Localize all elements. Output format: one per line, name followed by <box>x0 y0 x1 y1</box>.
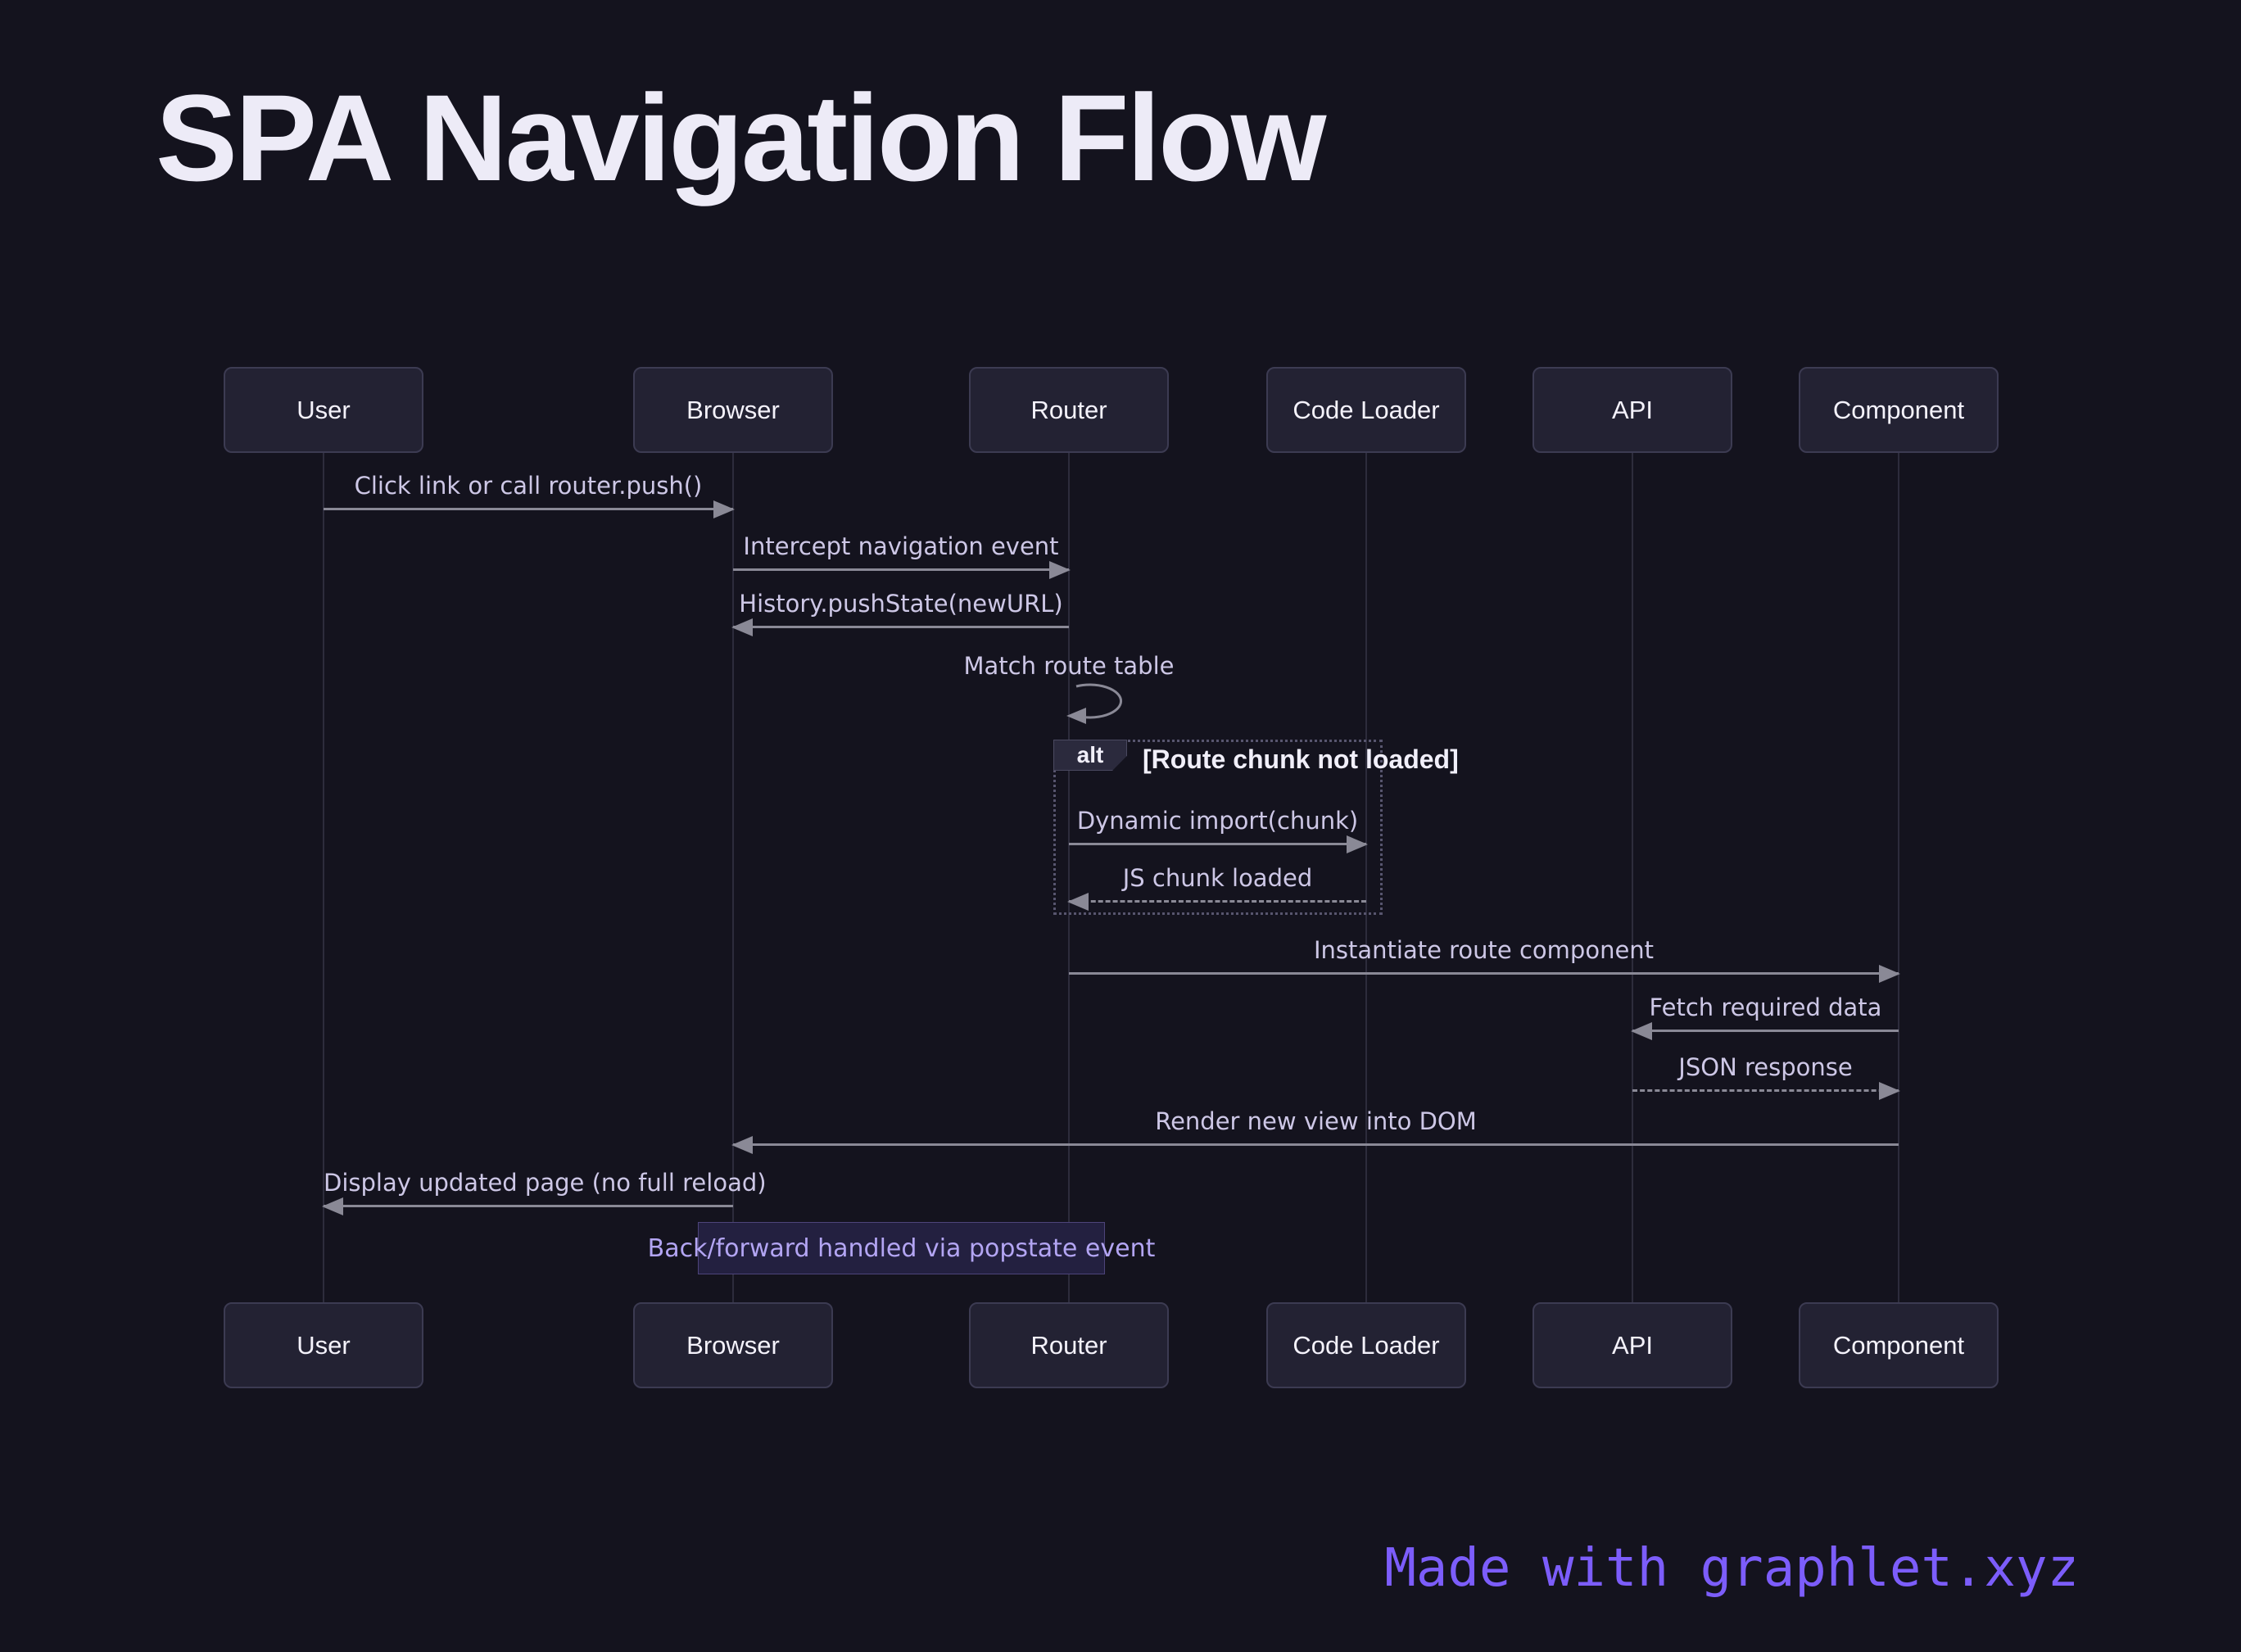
page-title: SPA Navigation Flow <box>156 69 1326 206</box>
actor-label: API <box>1612 1330 1653 1360</box>
message-line <box>1069 843 1366 845</box>
message-json-response: JSON response <box>1632 1053 1900 1100</box>
actor-label: API <box>1612 395 1653 424</box>
self-message-match-route-table: Match route table <box>963 652 1175 680</box>
message-history-pushstate: History.pushState(newURL) <box>731 590 1069 636</box>
lifeline-component <box>1898 453 1899 1302</box>
actor-browser-bottom: Browser <box>633 1302 833 1388</box>
lifeline-router <box>1068 453 1070 1302</box>
message-js-chunk-loaded: JS chunk loaded <box>1067 864 1366 911</box>
message-label: Click link or call router.push() <box>354 472 703 500</box>
actor-label: Router <box>1030 1330 1107 1360</box>
actor-code-loader-top: Code Loader <box>1266 367 1466 453</box>
actor-label: User <box>297 395 351 424</box>
arrowhead-right-icon <box>1879 965 1900 983</box>
arrowhead-right-icon <box>1347 835 1368 853</box>
message-render-view: Render new view into DOM <box>731 1107 1899 1154</box>
message-line <box>324 508 733 510</box>
message-label: Dynamic import(chunk) <box>1076 807 1359 835</box>
made-with-graphlet-link[interactable]: Made with graphlet.xyz <box>1384 1538 2079 1599</box>
alt-condition-label: [Route chunk not loaded] <box>1143 745 1459 774</box>
arrowhead-right-icon <box>1049 561 1071 579</box>
message-line <box>733 568 1069 571</box>
actor-component-bottom: Component <box>1799 1302 1999 1388</box>
message-label: Intercept navigation event <box>743 532 1059 560</box>
actor-label: Router <box>1030 395 1107 424</box>
arrowhead-left-icon <box>731 1136 753 1154</box>
message-fetch-data: Fetch required data <box>1631 993 1899 1040</box>
message-label: Display updated page (no full reload) <box>324 1169 767 1197</box>
lifeline-code-loader <box>1365 453 1367 1302</box>
message-line <box>1069 972 1899 975</box>
lifeline-user <box>323 453 324 1302</box>
arrowhead-right-icon <box>713 500 735 518</box>
message-line-dashed <box>1069 900 1366 903</box>
self-loop-arrow-icon <box>1066 683 1123 724</box>
actor-label: Browser <box>686 1330 780 1360</box>
alt-fragment: alt [Route chunk not loaded] <box>1053 740 1459 915</box>
actor-browser-top: Browser <box>633 367 833 453</box>
arrowhead-right-icon <box>1879 1082 1900 1100</box>
arrowhead-left-icon <box>1631 1022 1652 1040</box>
actor-api-bottom: API <box>1532 1302 1732 1388</box>
actor-label: Browser <box>686 395 780 424</box>
actor-label: Component <box>1832 1330 1965 1360</box>
message-label: Instantiate route component <box>1313 936 1655 964</box>
actor-label: Component <box>1832 395 1965 424</box>
message-display-updated-page: Display updated page (no full reload) <box>322 1169 767 1215</box>
actor-router-bottom: Router <box>969 1302 1169 1388</box>
message-label: Render new view into DOM <box>1155 1107 1477 1135</box>
alt-operator-label: alt <box>1076 742 1104 767</box>
message-label: JS chunk loaded <box>1122 864 1313 892</box>
actor-api-top: API <box>1532 367 1732 453</box>
note-popstate: Back/forward handled via popstate event <box>648 1222 1155 1274</box>
actor-component-top: Component <box>1799 367 1999 453</box>
actor-label: Code Loader <box>1293 395 1440 424</box>
lifeline-browser <box>732 453 734 1302</box>
actor-router-top: Router <box>969 367 1169 453</box>
message-intercept-navigation: Intercept navigation event <box>733 532 1071 579</box>
message-label: Fetch required data <box>1649 993 1882 1021</box>
message-line <box>733 1143 1899 1146</box>
message-line <box>1632 1030 1899 1032</box>
arrowhead-left-icon <box>1067 893 1089 911</box>
message-instantiate-component: Instantiate route component <box>1069 936 1900 983</box>
message-label: History.pushState(newURL) <box>739 590 1063 618</box>
actor-code-loader-bottom: Code Loader <box>1266 1302 1466 1388</box>
alt-fragment-tab: alt <box>1053 740 1127 771</box>
message-label: JSON response <box>1678 1053 1853 1081</box>
message-click-link: Click link or call router.push() <box>324 472 735 518</box>
arrowhead-left-icon <box>322 1197 343 1215</box>
lifeline-api <box>1632 453 1633 1302</box>
actor-user-top: User <box>224 367 423 453</box>
actor-user-bottom: User <box>224 1302 423 1388</box>
actor-label: Code Loader <box>1293 1330 1440 1360</box>
message-line-dashed <box>1632 1089 1899 1092</box>
message-dynamic-import: Dynamic import(chunk) <box>1069 807 1368 853</box>
actor-label: User <box>297 1330 351 1360</box>
message-line <box>733 626 1069 628</box>
message-line <box>324 1205 733 1207</box>
arrowhead-left-icon <box>731 618 753 636</box>
